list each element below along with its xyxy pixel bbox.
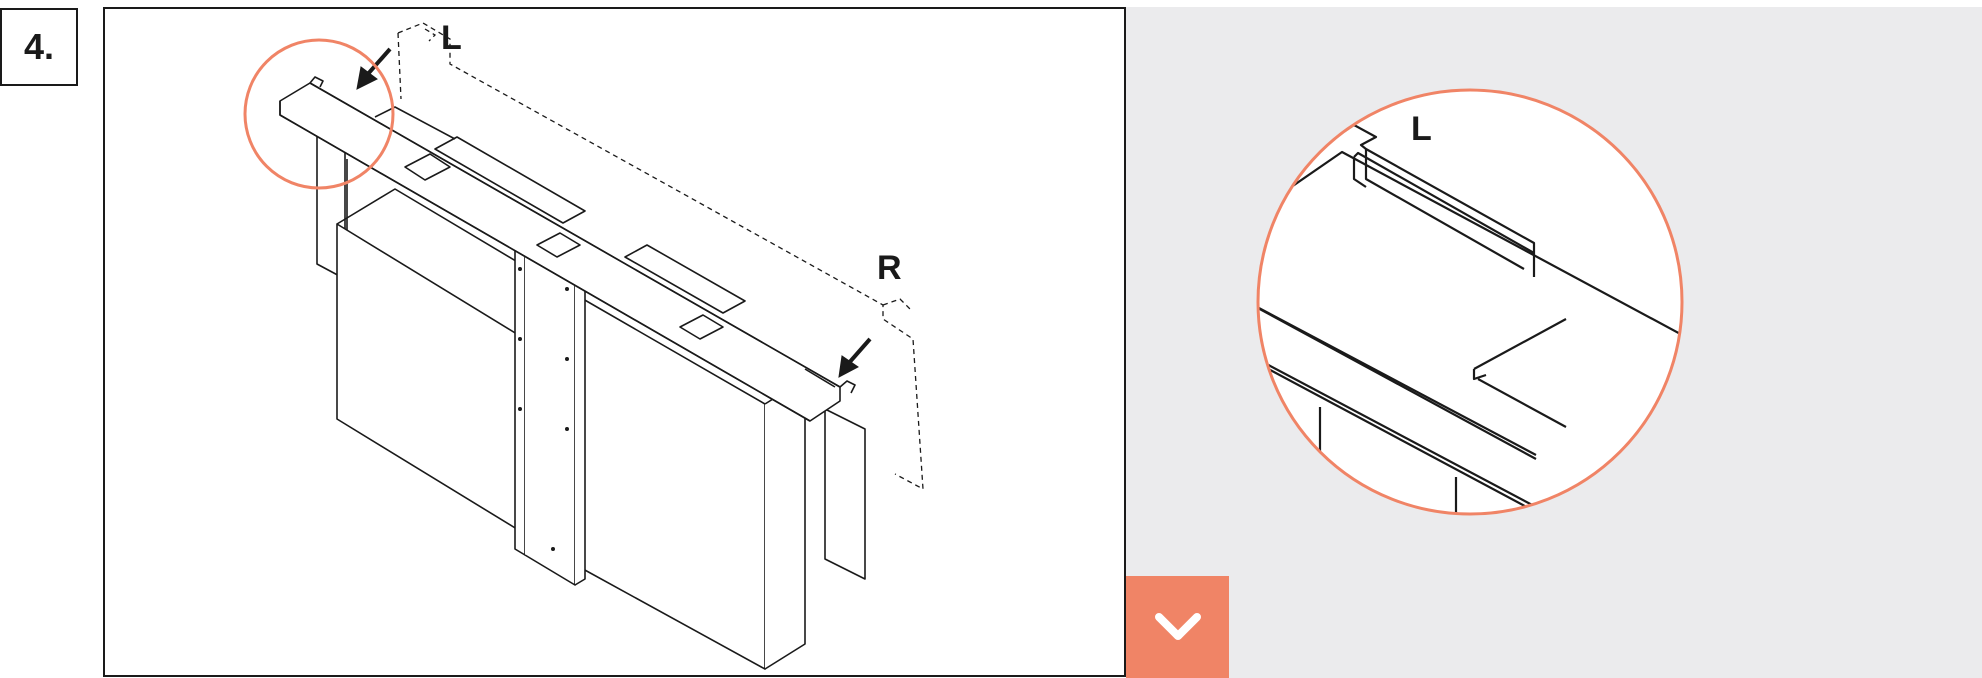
main-assembly-illustration: L R (103, 7, 1126, 677)
chevron-down-icon (1154, 613, 1201, 640)
step-number-badge: 4. (0, 8, 78, 86)
step-number: 4. (23, 26, 55, 67)
label-left: L (441, 19, 462, 57)
zoom-circle (1256, 88, 1684, 516)
label-right: R (877, 249, 902, 287)
assembly-drawing: L R (243, 19, 924, 670)
highlight-circle (243, 38, 395, 190)
detail-drawing: L (1256, 88, 1684, 516)
detail-label: L (1411, 110, 1432, 148)
expand-button[interactable] (1126, 576, 1229, 678)
detail-zoom-panel: L (1126, 7, 1982, 678)
